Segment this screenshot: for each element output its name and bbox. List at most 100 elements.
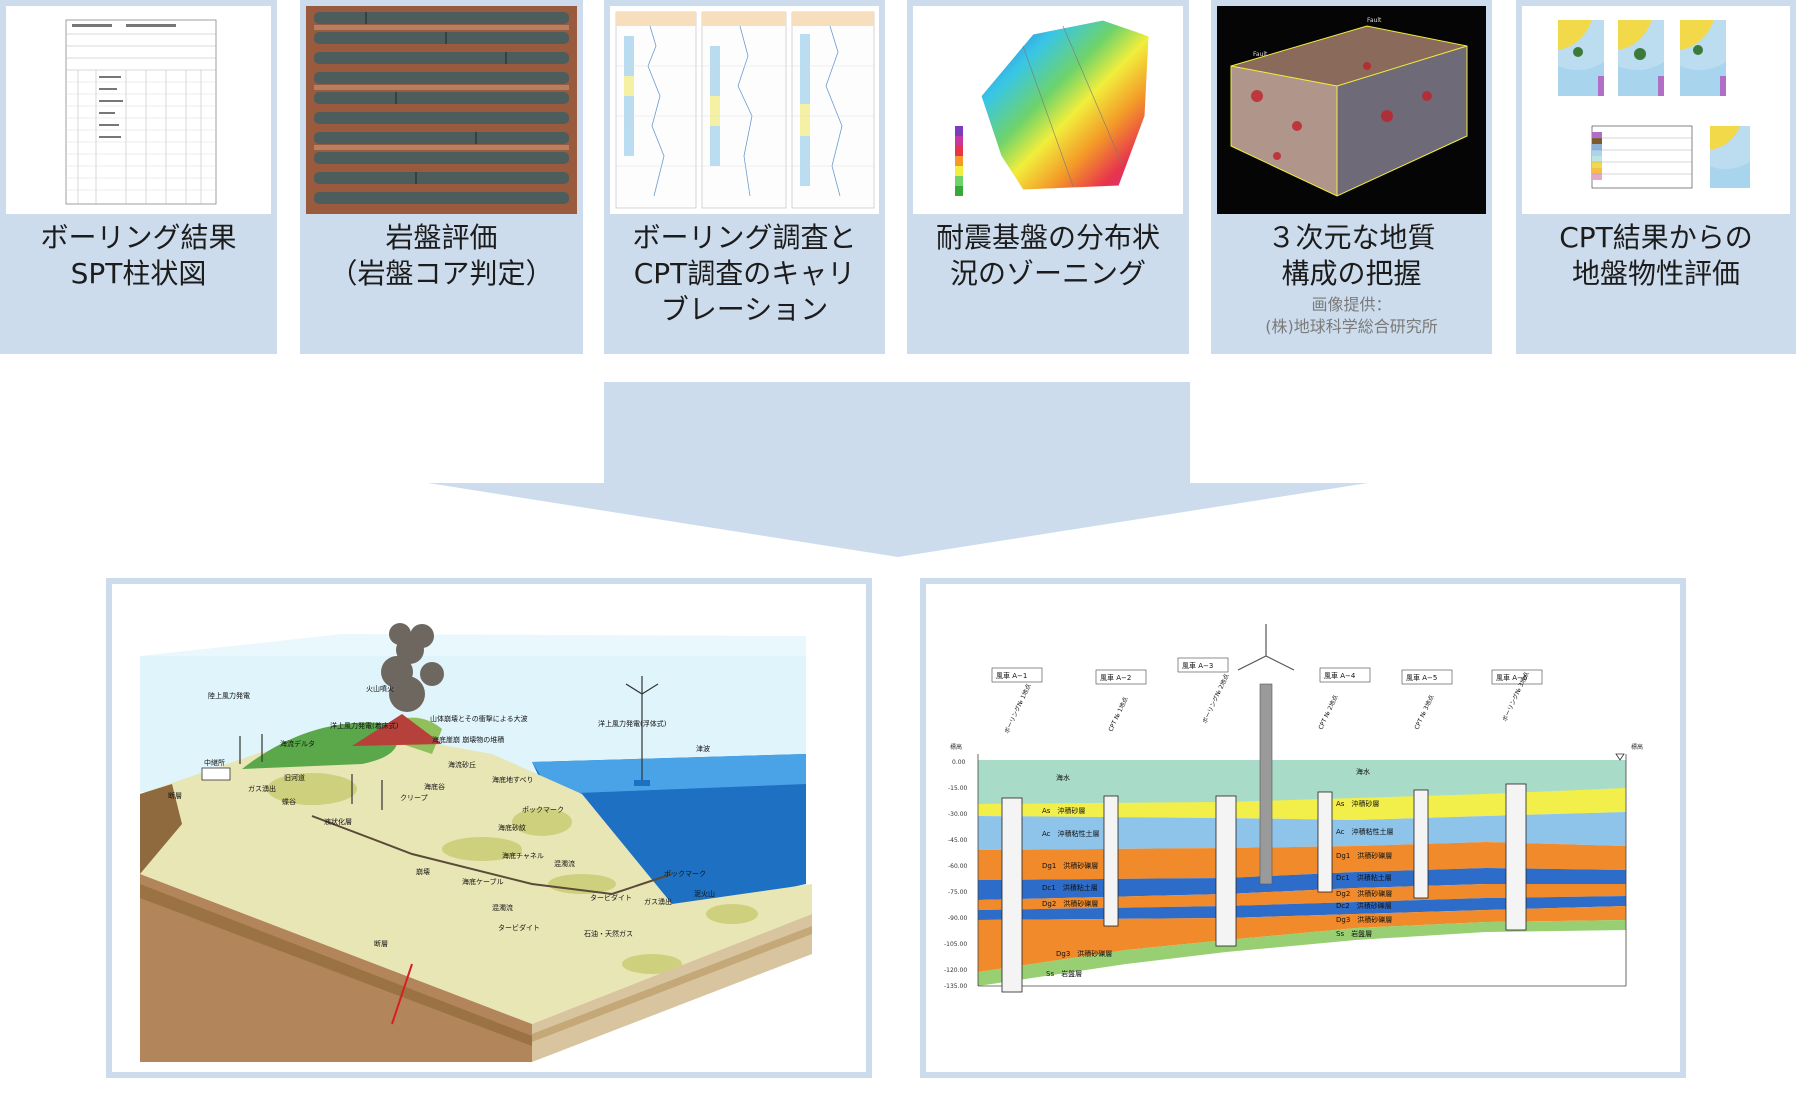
layer-label-ss: Ss 岩盤層	[1046, 969, 1082, 978]
label-fault-2: 断層	[374, 939, 388, 948]
card-caption-line1: ボーリング結果	[40, 221, 237, 254]
label-fixed-wind: 洋上風力発電(着床式)	[330, 721, 399, 730]
layer-label-ss-right: Ss 岩盤層	[1336, 929, 1372, 938]
cpt-column	[1317, 791, 1333, 893]
card-caption-line2: （岩盤コア判定）	[329, 257, 554, 290]
y-tick: -45.00	[948, 837, 968, 844]
y-tick: -120.00	[944, 967, 967, 974]
card-caption-line1: ボーリング調査と	[632, 221, 857, 254]
image-credit-label: 画像提供：	[1311, 295, 1392, 314]
label-creep: クリープ	[400, 794, 428, 802]
borehole-label: ボーリング№ 2地点	[1201, 673, 1231, 725]
calibration-chart-image	[610, 6, 879, 214]
geohazard-diagram: 火山噴火 陸上風力発電 中継所 洋上風力発電(着床式) 洋上風力発電(浮体式) …	[140, 623, 812, 1062]
layer-label-dg3: Dg3 洪積砂礫層	[1056, 949, 1112, 958]
card-caption-line2: 構成の把握	[1281, 257, 1422, 290]
turbine-label: 風車 A−2	[1100, 673, 1131, 682]
card-caption-line2: 地盤物性評価	[1571, 257, 1740, 290]
label-sand-wave: 海底砂紋	[498, 823, 526, 832]
layer-ac	[978, 812, 1626, 850]
card-caption-line1: CPT結果からの	[1559, 221, 1753, 254]
label-mud-volcano: 泥火山	[694, 889, 715, 898]
borehole-label: ボーリング№ 1地点	[1003, 683, 1033, 735]
y-tick: -60.00	[948, 863, 968, 870]
svg-text:Fault: Fault	[1367, 17, 1382, 24]
card-caption-line1: 耐震基盤の分布状	[935, 221, 1160, 254]
label-gas: ガス湧出	[248, 784, 276, 793]
card-caption-line1: 岩盤評価	[385, 221, 498, 254]
borehole-column	[1505, 783, 1527, 931]
turbine-label: 風車 A−5	[1406, 673, 1437, 682]
label-onshore-wind: 陸上風力発電	[208, 691, 250, 700]
borehole-label: CPT № 2地点	[1317, 694, 1340, 731]
label-oil-gas: 石油・天然ガス	[584, 929, 633, 938]
layer-label-as: As 沖積砂層	[1042, 806, 1085, 815]
layer-ss	[978, 920, 1626, 986]
card-caption-line3: ブレーション	[660, 293, 829, 326]
label-pockmark-2: ポックマーク	[664, 870, 706, 878]
turbine-label: 風車 A−6	[1496, 673, 1528, 682]
label-substation: 中継所	[204, 758, 225, 767]
layer-label-dc2-right: Dc2 洪積砂礫層	[1336, 901, 1392, 910]
layer-label-dg2-right: Dg2 洪積砂礫層	[1336, 889, 1392, 898]
layer-label-dg1: Dg1 洪積砂礫層	[1042, 861, 1098, 870]
svg-text:Fault: Fault	[1253, 51, 1268, 58]
label-turbidite-1: タービダイト	[590, 893, 632, 902]
card-caption-line2: 況のゾーニング	[949, 257, 1146, 290]
layer-label-dc1: Dc1 洪積粘土層	[1042, 883, 1098, 892]
layer-label-dg1-right: Dg1 洪積砂礫層	[1336, 851, 1392, 860]
borehole-label: CPT № 1地点	[1107, 696, 1130, 733]
label-fault: 断層	[168, 791, 182, 800]
layer-label-ac-right: Ac 沖積粘性土層	[1336, 827, 1394, 836]
label-tsunami-collapse: 山体崩壊とその衝撃による大波	[430, 714, 528, 723]
down-arrow-icon	[428, 382, 1368, 557]
y-tick: -15.00	[948, 785, 968, 792]
layer-dg3	[978, 906, 1626, 972]
layer-as	[978, 788, 1626, 820]
label-sea-valley: 海底谷	[424, 782, 445, 791]
label-tsunami: 津波	[696, 744, 710, 753]
y-tick: -135.00	[944, 983, 967, 990]
turbine-label: 風車 A−3	[1182, 661, 1213, 670]
y-tick: -105.00	[944, 941, 967, 948]
y-tick: 0.00	[952, 759, 966, 766]
borehole-label: CPT № 3地点	[1413, 694, 1436, 731]
y-axis-title-right: 標高	[1631, 743, 1643, 751]
water-level-icon	[1615, 753, 1625, 761]
card-rock-core: 岩盤評価 （岩盤コア判定）	[300, 0, 583, 354]
card-caption-line2: SPT柱状図	[70, 257, 207, 290]
label-collapse: 崩壊	[416, 867, 430, 876]
cpt-soil-chart-image	[1522, 6, 1790, 214]
card-caption-line1: ３次元な地質	[1267, 221, 1436, 254]
geohazard-diagram-panel: 火山噴火 陸上風力発電 中継所 洋上風力発電(着床式) 洋上風力発電(浮体式) …	[106, 578, 872, 1078]
label-landslide: 海底地すべり	[492, 775, 534, 784]
image-credit-org: (株)地球科学総合研究所	[1265, 317, 1438, 336]
layer-label-dg2: Dg2 洪積砂礫層	[1042, 899, 1098, 908]
layer-label-dg3-right: Dg3 洪積砂礫層	[1336, 915, 1392, 924]
spt-log-image	[6, 6, 271, 214]
label-sand-hill: 海流砂丘	[448, 760, 476, 769]
label-old-river: 旧河道	[284, 773, 305, 782]
label-mixed-flow-2: 混濁流	[492, 903, 513, 912]
label-volcano: 火山噴火	[366, 684, 394, 693]
y-tick: -30.00	[948, 811, 968, 818]
layer-label-water-right: 海水	[1356, 767, 1370, 776]
y-tick: -90.00	[948, 915, 968, 922]
geological-cross-section: 標高 標高 0.00 -15.00 -30.00 -45.00 -60.00 -…	[944, 624, 1643, 994]
label-delta: 海流デルタ	[280, 739, 315, 748]
layer-label-as-right: As 沖積砂層	[1336, 799, 1379, 808]
layer-label-dc1-right: Dc1 洪積粘土層	[1336, 873, 1392, 882]
layer-dg1	[978, 842, 1626, 880]
label-floating-wind: 洋上風力発電(浮体式)	[598, 719, 667, 728]
cross-section-panel: 標高 標高 0.00 -15.00 -30.00 -45.00 -60.00 -…	[920, 578, 1686, 1078]
y-axis-title-left: 標高	[950, 743, 962, 751]
label-cable: 海底ケーブル	[462, 877, 504, 886]
label-gas-seep: ガス湧出	[644, 897, 672, 906]
layer-dc1	[978, 868, 1626, 900]
card-calibration: ボーリング調査と CPT調査のキャリ ブレーション	[604, 0, 885, 354]
turbine-tower-icon	[1259, 683, 1273, 885]
label-channel: 海底チャネル	[502, 851, 544, 860]
borehole-column	[1001, 797, 1023, 993]
